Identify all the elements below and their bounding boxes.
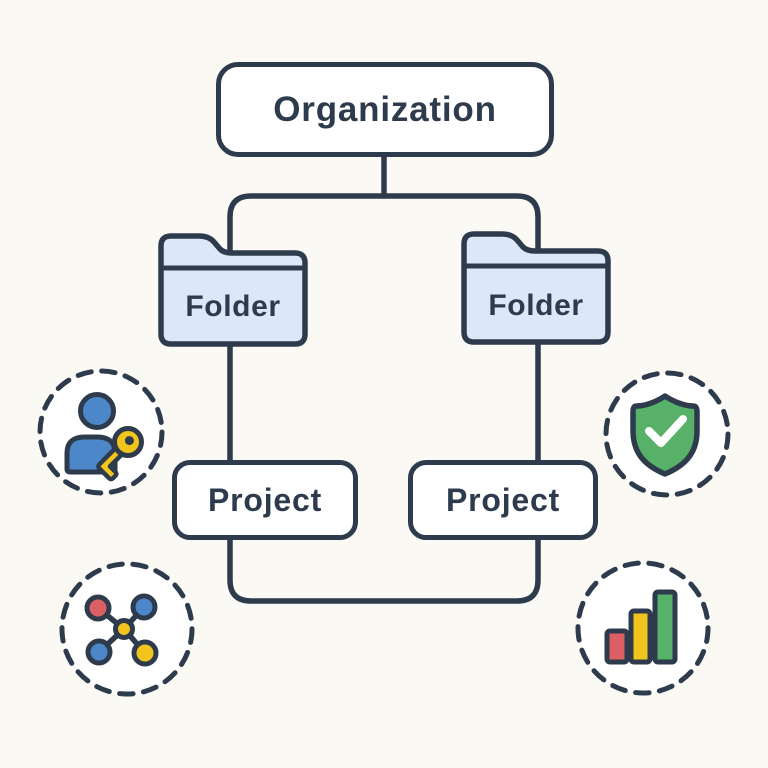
folder-right-body xyxy=(461,231,611,345)
folder-right-shape xyxy=(461,231,611,345)
key-hole xyxy=(124,436,134,446)
network-node-yellow xyxy=(131,639,159,667)
bar-red xyxy=(604,628,630,665)
network-hub xyxy=(113,618,135,640)
bar-green xyxy=(652,589,678,665)
organization-node: Organization xyxy=(216,62,554,157)
project-left-label: Project xyxy=(207,481,323,518)
bar-yellow xyxy=(628,608,653,665)
bar-chart-icon xyxy=(604,589,678,665)
folder-right-label: Folder xyxy=(488,289,584,322)
folder-left-body xyxy=(158,233,308,347)
check-mark xyxy=(645,415,687,447)
shield-check-icon xyxy=(630,393,700,477)
connector-lines xyxy=(227,149,541,604)
network-node-red xyxy=(84,594,112,622)
network-node-blue-top xyxy=(130,593,158,621)
folders-to-projects-loop xyxy=(227,337,541,604)
network-node-blue-bottom xyxy=(85,638,113,666)
key-shape xyxy=(96,426,144,482)
dashed-circle-user-key xyxy=(37,368,165,496)
network-links xyxy=(96,605,148,655)
folder-left-label: Folder xyxy=(185,290,281,323)
project-right-node: Project xyxy=(408,460,598,540)
project-left-node: Project xyxy=(172,460,358,540)
user-key-icon xyxy=(64,392,144,482)
organization-label: Organization xyxy=(273,89,497,129)
user-head xyxy=(78,392,116,430)
org-to-folders-bracket xyxy=(227,193,541,259)
folder-left-shape xyxy=(158,233,308,347)
network-icon xyxy=(84,593,159,667)
project-right-label: Project xyxy=(445,481,561,518)
